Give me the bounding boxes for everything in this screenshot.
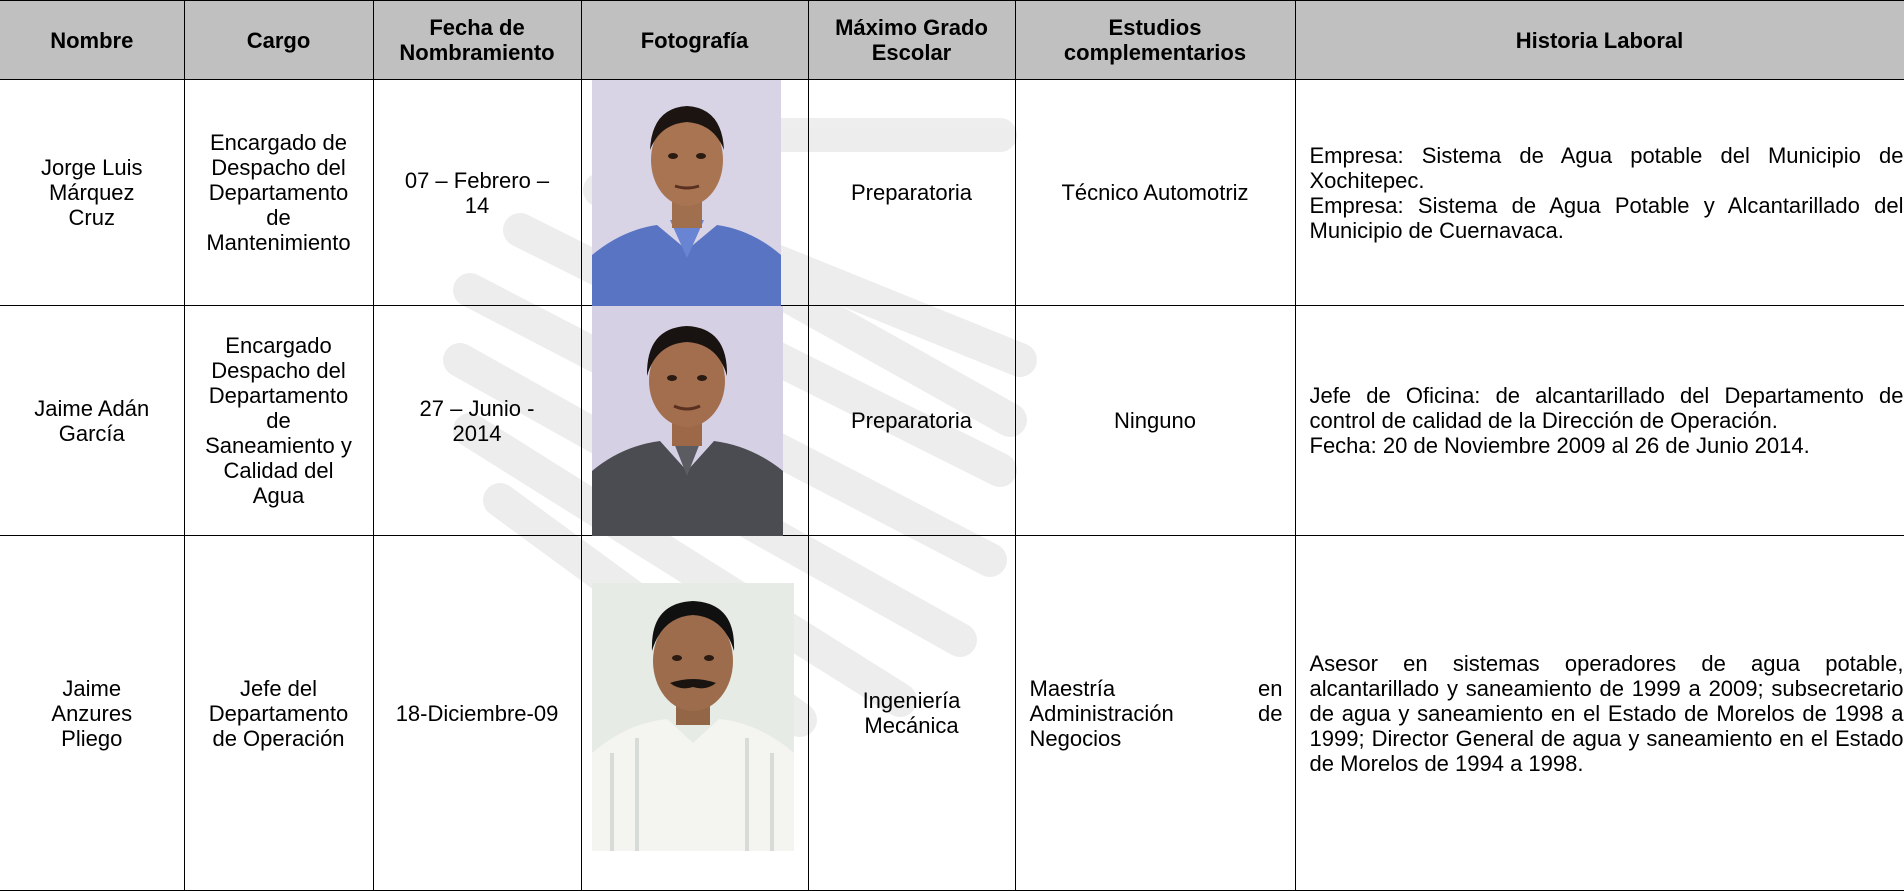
cell-fotografia	[580, 535, 809, 891]
cell-grado: Ingeniería Mecánica	[807, 535, 1016, 891]
cell-estudios: Ninguno	[1014, 305, 1296, 536]
cell-estudios: Maestría en Administración de Negocios	[1014, 535, 1296, 891]
historia-line: Asesor en sistemas operadores de agua po…	[1309, 650, 1904, 776]
cell-grado: Preparatoria	[807, 79, 1016, 306]
header-grado: Máximo Grado Escolar	[807, 0, 1016, 80]
historia-line: Empresa: Sistema de Agua potable del Mun…	[1309, 142, 1904, 193]
cell-nombre: Jaime Anzures Pliego	[0, 535, 185, 891]
header-historia: Historia Laboral	[1294, 0, 1904, 80]
cell-historia: Asesor en sistemas operadores de agua po…	[1294, 535, 1904, 891]
cell-fecha: 18-Diciembre-09	[372, 535, 582, 891]
table-header-row: Nombre Cargo Fecha de Nombramiento Fotog…	[0, 0, 1904, 80]
photo-jaime-adan	[591, 306, 783, 536]
historia-line: Fecha: 20 de Noviembre 2009 al 26 de Jun…	[1309, 433, 1810, 458]
cell-grado: Preparatoria	[807, 305, 1016, 536]
cell-fotografia	[580, 305, 809, 536]
historia-line: Jefe de Oficina: de alcantarillado del D…	[1309, 383, 1904, 433]
header-fotografia: Fotografía	[580, 0, 809, 80]
table-row: Jorge Luis Márquez Cruz Encargado de Des…	[0, 79, 1904, 306]
header-estudios: Estudios complementarios	[1014, 0, 1296, 80]
header-fecha: Fecha de Nombramiento	[372, 0, 582, 80]
cell-nombre: Jaime Adán García	[0, 305, 185, 536]
cell-historia: Jefe de Oficina: de alcantarillado del D…	[1294, 305, 1904, 536]
table-row: Jaime Anzures Pliego Jefe del Departamen…	[0, 535, 1904, 891]
cell-fecha: 07 – Febrero – 14	[372, 79, 582, 306]
header-nombre: Nombre	[0, 0, 185, 80]
cell-cargo: Jefe del Departamento de Operación	[183, 535, 374, 891]
cell-cargo: Encargado Despacho del Departamento de S…	[183, 305, 374, 536]
historia-line: Empresa: Sistema de Agua Potable y Alcan…	[1309, 192, 1904, 243]
cell-cargo: Encargado de Despacho del Departamento d…	[183, 79, 374, 306]
header-cargo: Cargo	[183, 0, 374, 80]
photo-jaime-anzures	[591, 583, 794, 851]
estudios-text: Maestría en Administración de Negocios	[1029, 675, 1283, 751]
cell-fotografia	[580, 79, 809, 306]
cell-estudios: Técnico Automotriz	[1014, 79, 1296, 306]
photo-jorge-luis	[591, 80, 781, 306]
cell-fecha: 27 – Junio - 2014	[372, 305, 582, 536]
table-row: Jaime Adán García Encargado Despacho del…	[0, 305, 1904, 536]
cell-nombre: Jorge Luis Márquez Cruz	[0, 79, 185, 306]
cell-historia: Empresa: Sistema de Agua potable del Mun…	[1294, 79, 1904, 306]
